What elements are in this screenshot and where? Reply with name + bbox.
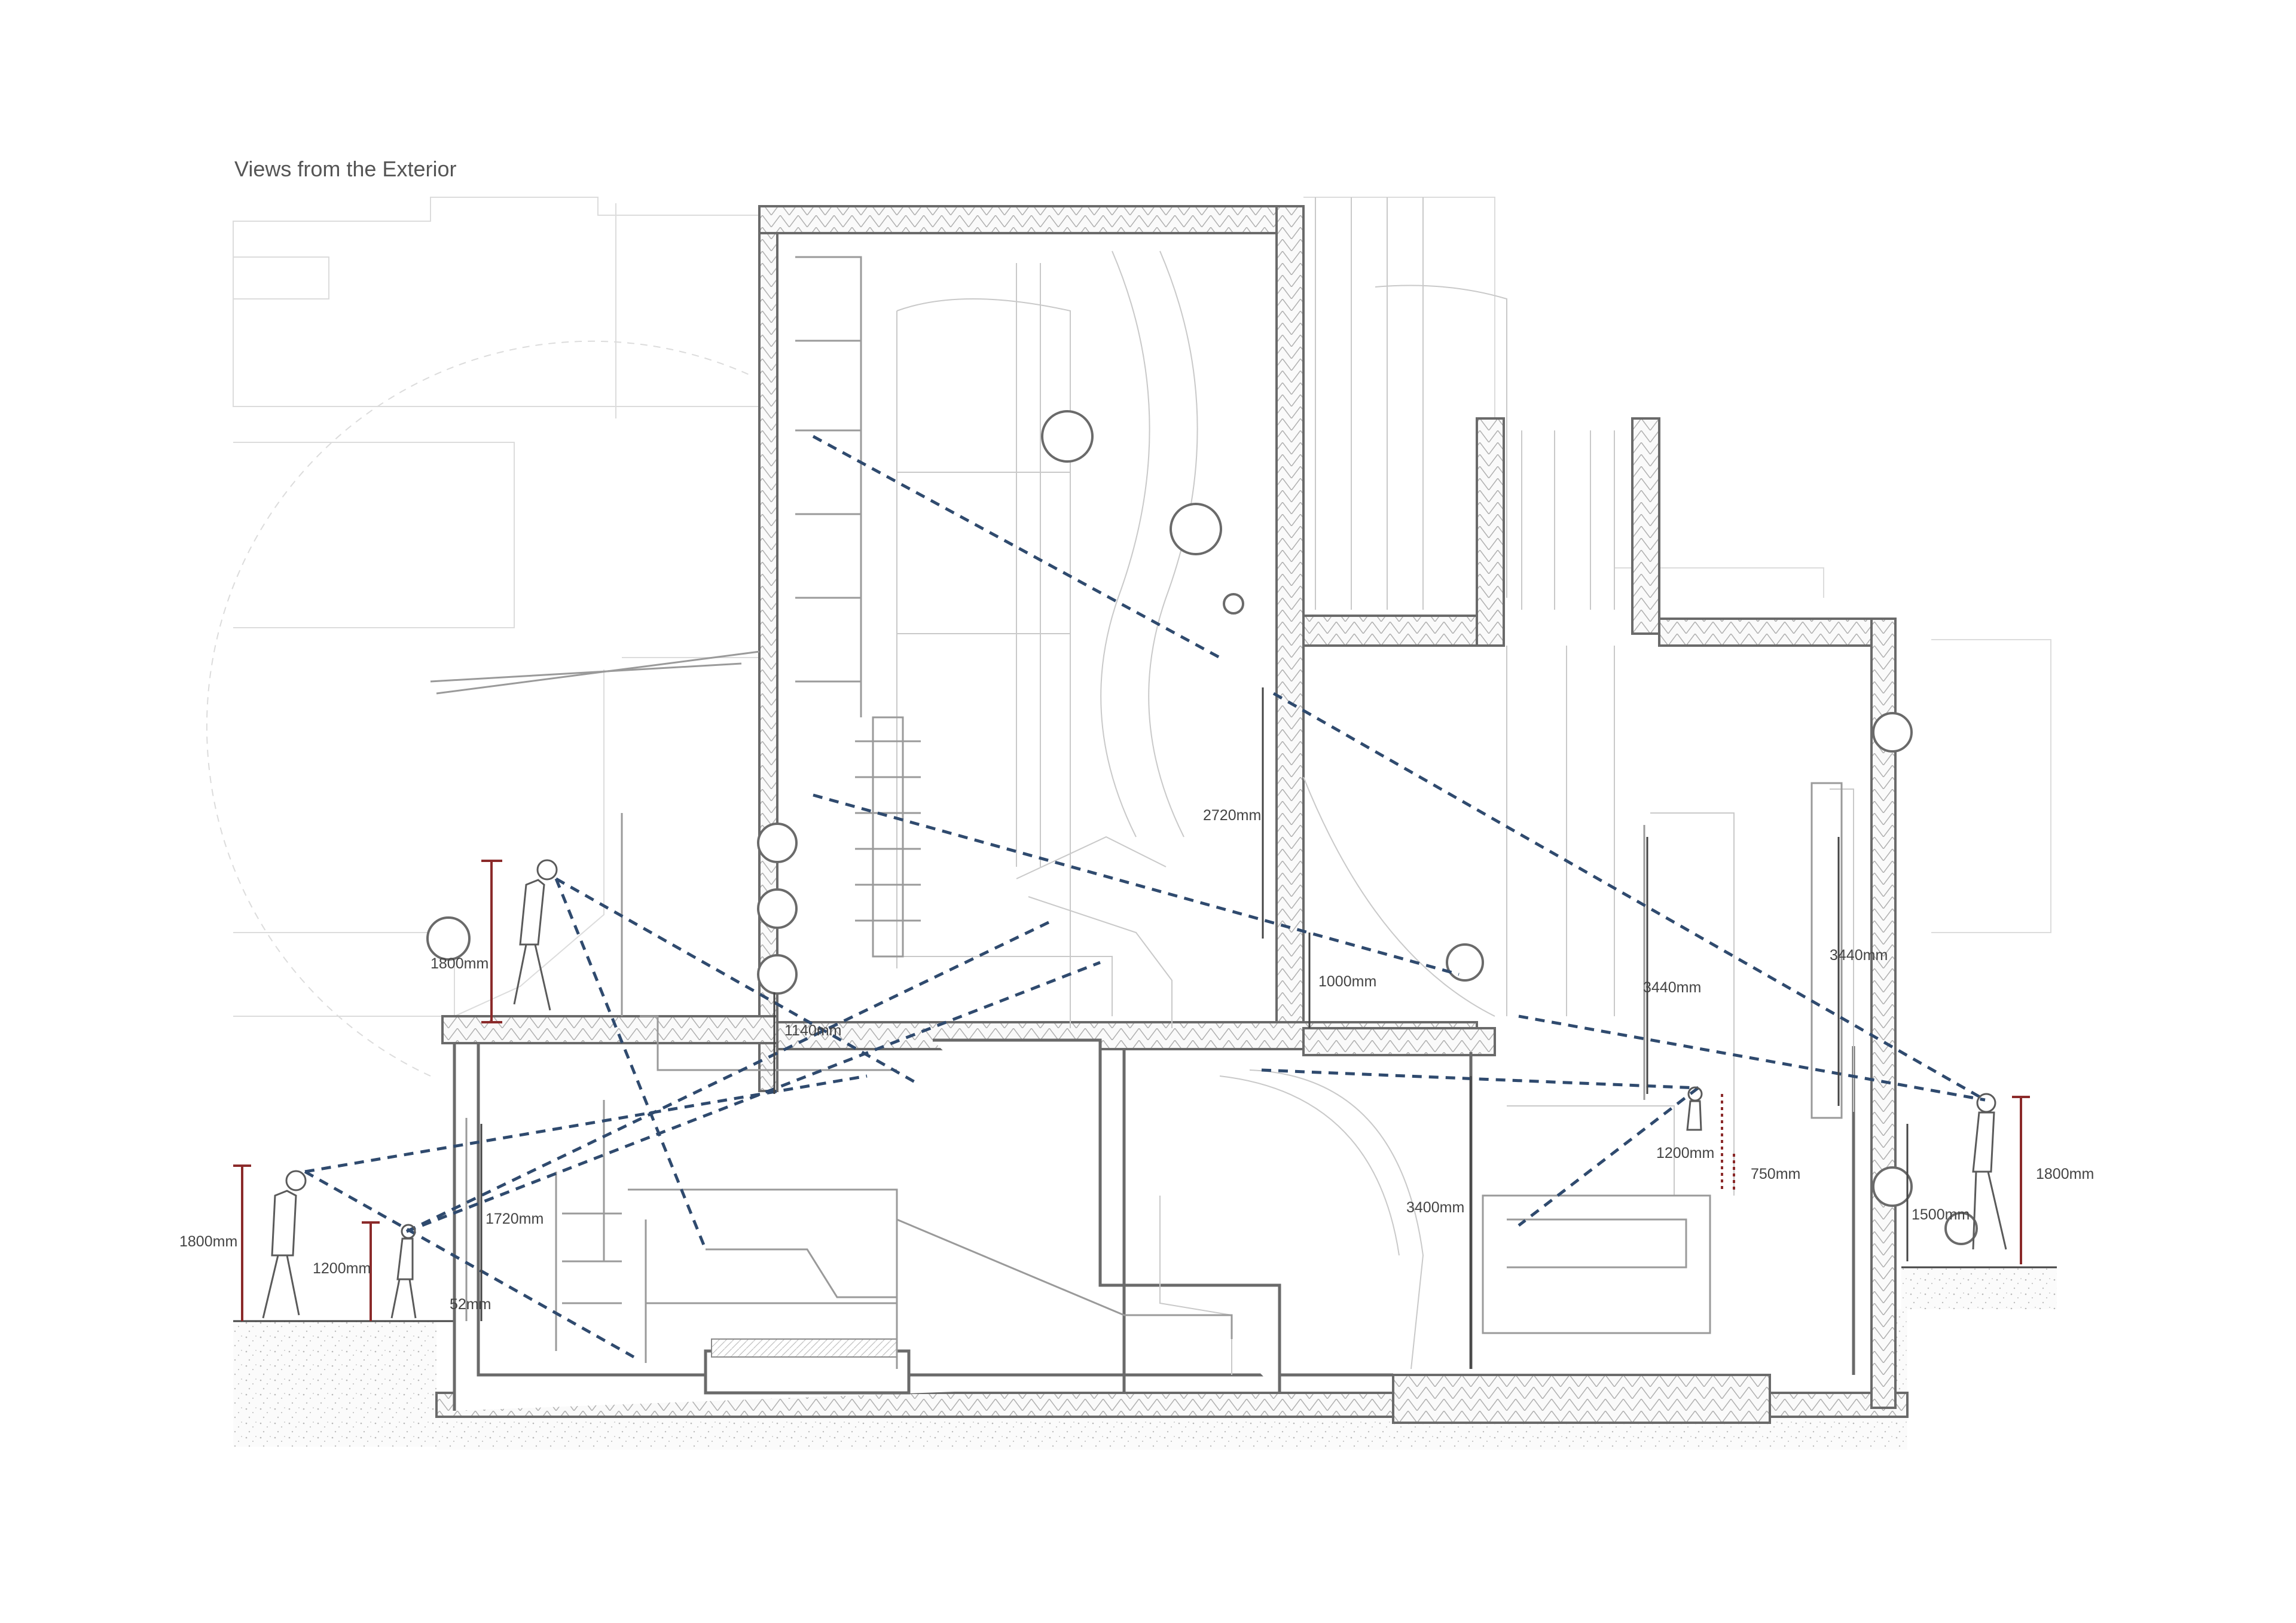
dim-3440-mid: 3440mm — [1643, 979, 1701, 996]
circular-vent-icon — [1944, 1212, 1978, 1245]
pedestrian-figure-icon — [1972, 1093, 2007, 1250]
sightline — [555, 877, 916, 1084]
fan-icon — [1223, 593, 1244, 615]
dim-1500: 1500mm — [1912, 1206, 1970, 1223]
dim-1720: 1720mm — [486, 1211, 544, 1227]
dim-3440-right: 3440mm — [1830, 947, 1888, 964]
fan-icon — [757, 954, 798, 995]
context-buildings — [206, 197, 2051, 1077]
circular-vent-icon — [1872, 712, 1913, 753]
dim-1140: 1140mm — [784, 1022, 841, 1039]
page-title: Views from the Exterior — [234, 157, 457, 181]
dim-1800-left: 1800mm — [179, 1233, 237, 1250]
stairs-and-frames — [430, 256, 1843, 1369]
circular-vent-icon — [1446, 943, 1484, 982]
dim-1800-right: 1800mm — [2036, 1166, 2094, 1182]
measure-lines — [233, 687, 2030, 1369]
duct-circle-icon — [1041, 410, 1094, 463]
dim-1200-left: 1200mm — [313, 1260, 371, 1277]
dim-1800-mid: 1800mm — [430, 955, 488, 972]
sightlines — [304, 435, 1986, 1359]
sightline — [812, 435, 1221, 659]
circular-vents — [426, 410, 1978, 1245]
sightline — [554, 878, 707, 1250]
dim-1000: 1000mm — [1318, 973, 1376, 990]
child-figure-icon — [1686, 1086, 1703, 1131]
circular-vent-icon — [1872, 1166, 1913, 1207]
dim-2720: 2720mm — [1203, 807, 1261, 824]
sightline — [1518, 1087, 1699, 1227]
circular-vent-icon — [426, 916, 471, 961]
pedestrian-figure-icon — [262, 1170, 307, 1319]
sightline — [1272, 692, 1986, 1102]
sightline — [304, 1074, 868, 1173]
ground — [233, 1032, 2057, 1450]
pedestrian-figure-icon — [513, 859, 558, 1011]
fan-icon — [757, 823, 798, 863]
building-envelope — [441, 205, 1897, 1424]
sightline — [304, 1170, 635, 1359]
dim-52: 52mm — [450, 1296, 491, 1313]
interior-structure — [873, 197, 1854, 1375]
sightline — [813, 793, 1460, 976]
dim-750: 750mm — [1751, 1166, 1800, 1182]
child-figure-icon — [390, 1224, 417, 1319]
sightline — [405, 919, 1054, 1233]
sightline — [406, 961, 1101, 1233]
duct-circle-icon — [1170, 503, 1222, 555]
dim-1200-right: 1200mm — [1656, 1145, 1714, 1162]
fan-icon — [757, 888, 798, 929]
sightline — [1518, 1014, 1986, 1102]
dim-3400: 3400mm — [1406, 1199, 1464, 1216]
sightline — [1261, 1068, 1699, 1090]
dimension-labels: 1800mm 1140mm 2720mm 1000mm 3440mm 3440m… — [179, 807, 2094, 1313]
